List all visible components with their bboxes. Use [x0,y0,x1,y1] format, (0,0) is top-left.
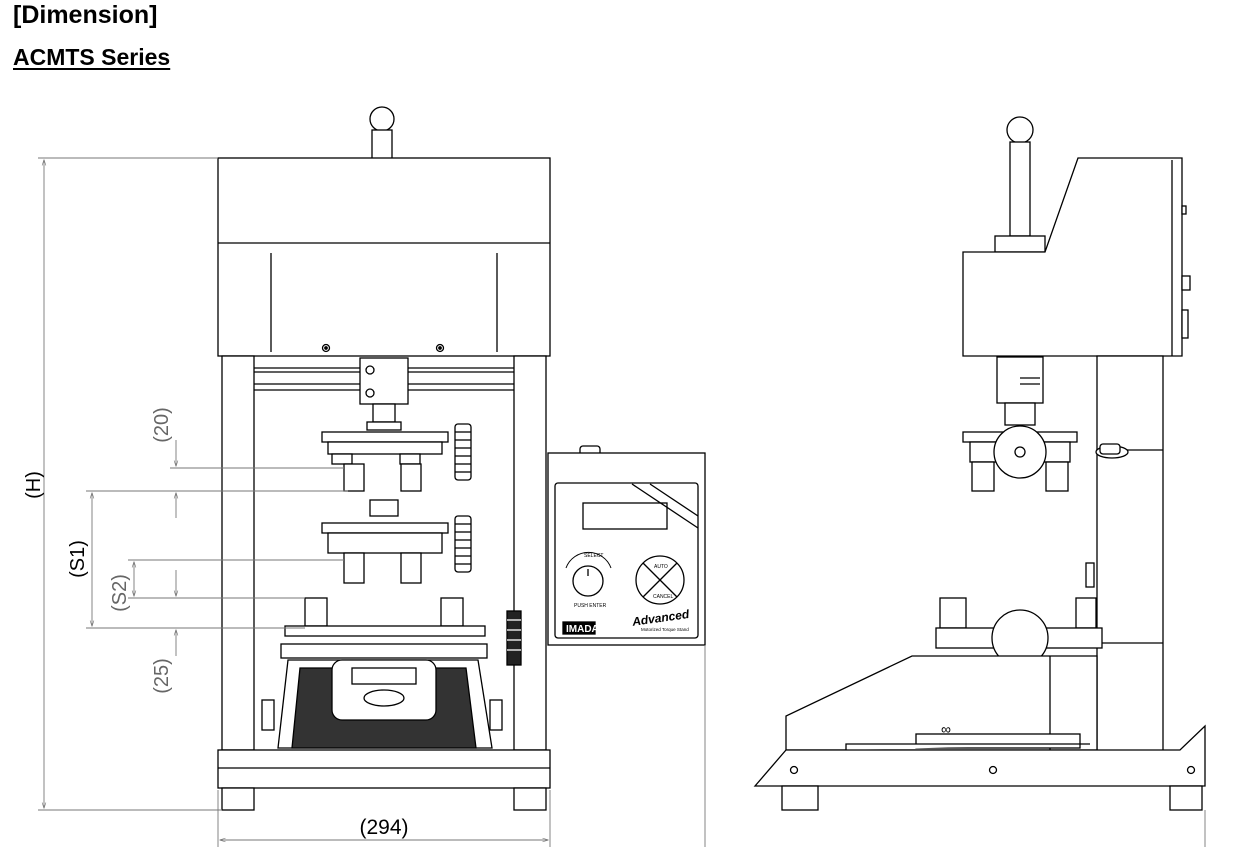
front-fixture-table [280,597,522,666]
front-upper-chuck [321,423,472,492]
front-lower-chuck [321,499,472,584]
cancel-label: CANCEL [653,594,674,600]
front-torque-meter [261,659,503,749]
side-handle [994,116,1046,253]
side-view [753,116,1206,811]
dim-25-label: (25) [151,658,173,694]
front-clamp-block [359,357,409,431]
controller-display [582,502,668,530]
front-top-housing [217,157,551,357]
front-base [217,749,551,811]
model-subtext: Motorized Torque Stand [641,627,689,632]
front-view [217,106,551,811]
side-marking: ∞ [941,721,951,737]
front-frame [221,355,547,751]
auto-label: AUTO [654,564,668,570]
select-knob [572,565,604,597]
side-fixture-table [935,562,1103,667]
dimension-labels: (H) (S1) (S2) (20) (25) (294) [23,407,409,839]
dim-height-label: (H) [23,471,45,499]
dim-stroke2-label: (S2) [109,574,131,612]
controller-box [547,445,706,646]
brand-logo: IMADA [566,624,599,635]
side-clamp [962,356,1129,492]
dim-width-label: (294) [359,816,408,839]
side-housing [962,157,1191,357]
page-title: [Dimension] [13,1,158,29]
dim-20-label: (20) [151,407,173,443]
select-label: SELECT [584,553,603,559]
side-column [1096,355,1164,752]
push-enter-label: PUSH ENTER [574,603,607,609]
dimension-lines [38,157,1206,847]
dim-stroke1-label: (S1) [67,540,89,578]
side-base [753,724,1206,811]
series-title: ACMTS Series [13,44,171,70]
